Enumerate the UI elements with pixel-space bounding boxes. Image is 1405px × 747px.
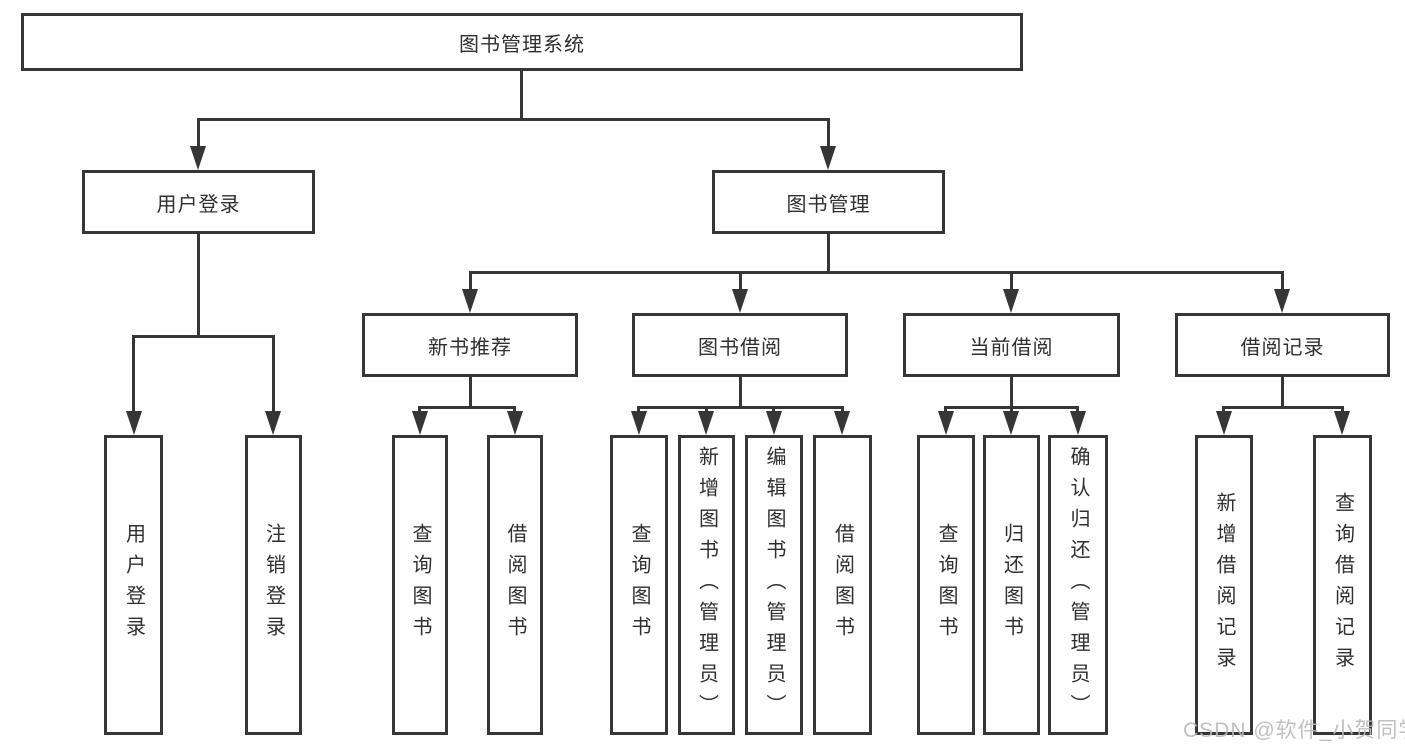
connector-line (705, 406, 708, 414)
arrow-down-icon (190, 146, 206, 170)
leaf-borrow-books-recommend: 借阅图书 (487, 435, 543, 735)
arrow-down-icon (631, 411, 647, 435)
node-label: 图书借阅 (698, 336, 782, 359)
node-label: 编辑图书（管理员） (763, 445, 785, 725)
connector-line (520, 70, 523, 120)
node-new-book-recommendation: 新书推荐 (362, 313, 578, 377)
arrow-down-icon (834, 411, 850, 435)
node-label: 注销登录 (262, 523, 285, 647)
leaf-query-borrow-record: 查询借阅记录 (1313, 435, 1372, 735)
leaf-add-book-admin: 新增图书（管理员） (678, 435, 735, 735)
node-label: 用户登录 (156, 193, 241, 216)
connector-line (827, 118, 830, 148)
connector-line (469, 377, 472, 408)
node-label: 借阅记录 (1240, 336, 1325, 359)
node-label: 图书管理系统 (459, 33, 585, 56)
connector-line (513, 406, 516, 414)
arrow-down-icon (412, 411, 428, 435)
connector-line (418, 406, 421, 414)
node-label: 新书推荐 (428, 336, 512, 359)
arrow-down-icon (820, 146, 836, 170)
arrow-down-icon (1003, 289, 1019, 313)
arrow-down-icon (766, 411, 782, 435)
connector-line (841, 406, 844, 414)
connector-line (418, 406, 516, 409)
node-current-borrowing: 当前借阅 (903, 313, 1120, 377)
connector-line (827, 233, 830, 273)
leaf-logout: 注销登录 (245, 435, 302, 735)
leaf-query-books-borrowing: 查询图书 (610, 435, 668, 735)
connector-line (637, 406, 640, 414)
connector-line (1010, 271, 1013, 291)
leaf-query-books-recommend: 查询图书 (392, 435, 448, 735)
node-label: 归还图书 (1000, 523, 1023, 647)
csdn-watermark: CSDN @软件_小贺同学 (1183, 719, 1405, 742)
node-label: 新增图书（管理员） (695, 445, 718, 725)
node-label: 用户登录 (122, 523, 145, 647)
connector-line (469, 271, 1284, 274)
arrow-down-icon (1274, 289, 1290, 313)
connector-line (469, 271, 472, 291)
connector-line (1341, 406, 1344, 414)
leaf-edit-book-admin: 编辑图书（管理员） (745, 435, 803, 735)
node-label: 确认归还（管理员） (1067, 445, 1089, 725)
connector-line (197, 118, 830, 121)
leaf-user-login: 用户登录 (104, 435, 163, 735)
arrow-down-icon (1334, 411, 1350, 435)
node-label: 图书管理 (786, 193, 871, 216)
arrow-down-icon (938, 411, 954, 435)
connector-line (1222, 406, 1344, 409)
connector-line (1222, 406, 1225, 414)
connector-line (132, 335, 135, 413)
leaf-confirm-return-admin: 确认归还（管理员） (1048, 435, 1108, 735)
node-book-management: 图书管理 (712, 170, 945, 234)
arrow-down-icon (265, 411, 281, 435)
connector-line (772, 406, 775, 414)
connector-line (197, 118, 200, 148)
leaf-query-books-current: 查询图书 (917, 435, 975, 735)
node-label: 当前借阅 (969, 336, 1054, 359)
connector-line (739, 377, 742, 408)
arrow-down-icon (126, 411, 142, 435)
node-label: 查询图书 (409, 523, 431, 647)
connector-line (1010, 406, 1013, 414)
arrow-down-icon (462, 289, 478, 313)
node-label: 查询图书 (628, 523, 650, 647)
connector-line (944, 406, 947, 414)
node-label: 查询借阅记录 (1331, 492, 1354, 678)
arrow-down-icon (698, 411, 714, 435)
arrow-down-icon (1003, 411, 1019, 435)
node-user-login: 用户登录 (82, 170, 315, 234)
leaf-return-book: 归还图书 (983, 435, 1040, 735)
leaf-borrow-books-borrowing: 借阅图书 (813, 435, 872, 735)
node-label: 借阅图书 (831, 523, 854, 647)
connector-line (197, 233, 200, 335)
connector-line (1281, 377, 1284, 408)
arrow-down-icon (732, 289, 748, 313)
arrow-down-icon (507, 411, 523, 435)
connector-line (132, 335, 275, 338)
connector-line (1281, 271, 1284, 291)
node-label: 借阅图书 (504, 523, 526, 647)
connector-line (1010, 377, 1013, 408)
connector-line (637, 406, 844, 409)
node-book-borrowing: 图书借阅 (632, 313, 848, 377)
leaf-add-borrow-record: 新增借阅记录 (1195, 435, 1253, 735)
node-borrowing-records: 借阅记录 (1175, 313, 1390, 377)
connector-line (272, 335, 275, 413)
node-label: 查询图书 (935, 523, 957, 647)
arrow-down-icon (1070, 411, 1086, 435)
connector-line (1076, 406, 1079, 414)
arrow-down-icon (1216, 411, 1232, 435)
connector-line (739, 271, 742, 291)
node-library-management-system: 图书管理系统 (21, 13, 1023, 71)
node-label: 新增借阅记录 (1213, 492, 1235, 678)
